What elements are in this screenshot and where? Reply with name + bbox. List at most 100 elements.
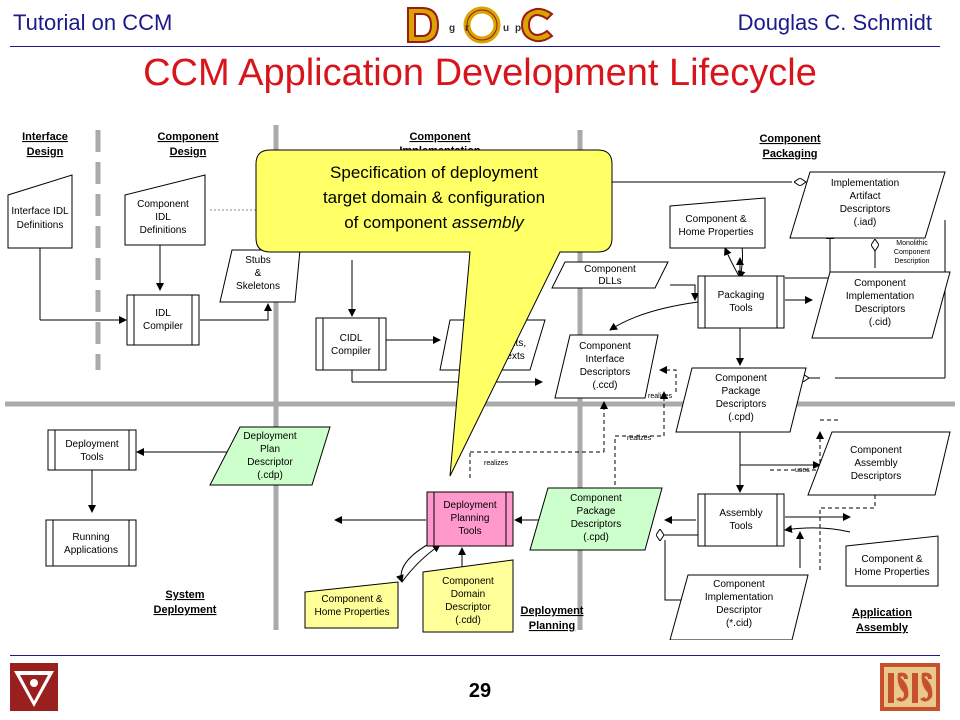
svg-text:Component: Component <box>442 576 494 587</box>
callout-bubble: Specification of deployment target domai… <box>255 149 613 477</box>
svg-text:Interface: Interface <box>586 354 625 365</box>
header-left-text: Tutorial on CCM <box>13 10 173 35</box>
phase-system-deployment-1: System <box>165 589 204 601</box>
node-component-interface-descriptors: Component Interface Descriptors (.ccd) <box>554 334 659 399</box>
svg-text:Component: Component <box>713 579 765 590</box>
node-component-home-properties-top: Component & Home Properties <box>669 197 766 249</box>
svg-text:Component: Component <box>137 199 189 210</box>
svg-text:Home Properties: Home Properties <box>854 567 929 578</box>
realizes-label-2: realizes <box>627 435 652 442</box>
svg-text:Component: Component <box>570 493 622 504</box>
phase-deployment-planning-1: Deployment <box>521 605 584 617</box>
svg-text:u: u <box>503 23 509 34</box>
svg-text:Descriptors: Descriptors <box>580 367 631 378</box>
svg-text:&: & <box>255 268 262 279</box>
node-component-package-descriptors: Component Package Descriptors (.cpd) <box>675 367 807 433</box>
svg-text:Tools: Tools <box>80 452 103 463</box>
node-component-dlls: Component DLLs <box>551 261 669 289</box>
node-impl-artifact-descriptors: Implementation Artifact Descriptors (.ia… <box>789 171 946 239</box>
svg-text:Artifact: Artifact <box>849 191 880 202</box>
page-title: CCM Application Development Lifecycle <box>143 52 817 94</box>
svg-text:Stubs: Stubs <box>245 255 271 266</box>
realizes-label-1: realizes <box>484 460 509 467</box>
svg-text:Deployment: Deployment <box>243 431 297 442</box>
node-idl-compiler: IDL Compiler <box>126 294 200 346</box>
phase-component-packaging-2: Packaging <box>762 148 817 160</box>
phase-application-assembly-2: Assembly <box>856 622 909 634</box>
svg-text:Domain: Domain <box>451 589 485 600</box>
svg-text:Skeletons: Skeletons <box>236 281 280 292</box>
svg-text:Package: Package <box>722 386 761 397</box>
callout-line-3-emphasis: assembly <box>452 213 525 232</box>
phase-component-packaging-1: Component <box>759 133 820 145</box>
phase-deployment-planning-2: Planning <box>529 620 575 632</box>
svg-text:Component: Component <box>584 264 636 275</box>
node-component-idl: Component IDL Definitions <box>124 174 206 246</box>
phase-component-design-1: Component <box>157 131 218 143</box>
callout-line-3-prefix: of component <box>344 213 452 232</box>
svg-text:Plan: Plan <box>260 444 280 455</box>
svg-text:(.cdp): (.cdp) <box>257 470 283 481</box>
svg-text:Implementation: Implementation <box>831 178 899 189</box>
callout-line-1: Specification of deployment <box>330 163 538 182</box>
edge-labels: realizes realizes realizes uses <box>484 393 810 474</box>
svg-text:Tools: Tools <box>458 526 481 537</box>
svg-text:Component &: Component & <box>861 554 922 565</box>
svg-text:Compiler: Compiler <box>143 321 184 332</box>
node-deployment-planning-tools: Deployment Planning Tools <box>426 491 514 547</box>
svg-text:Description: Description <box>894 258 929 265</box>
svg-text:(.cpd): (.cpd) <box>728 412 754 423</box>
svg-text:Tools: Tools <box>729 521 752 532</box>
svg-text:Assembly: Assembly <box>854 458 897 469</box>
svg-text:(.iad): (.iad) <box>854 217 877 228</box>
vanderbilt-logo <box>10 663 58 711</box>
svg-text:Implementation: Implementation <box>705 592 773 603</box>
svg-text:Descriptor: Descriptor <box>445 602 491 613</box>
svg-text:Deployment: Deployment <box>443 500 497 511</box>
svg-text:Component: Component <box>715 373 767 384</box>
phase-component-implementation-1: Component <box>409 131 470 143</box>
svg-text:(.cdd): (.cdd) <box>455 615 481 626</box>
node-packaging-tools: Packaging Tools <box>697 275 785 329</box>
isis-logo <box>880 663 940 711</box>
svg-text:Descriptors: Descriptors <box>851 471 902 482</box>
svg-text:Planning: Planning <box>451 513 490 524</box>
node-component-assembly-descriptors: Component Assembly Descriptors <box>807 431 951 496</box>
svg-text:Descriptors: Descriptors <box>840 204 891 215</box>
svg-text:Descriptor: Descriptor <box>247 457 293 468</box>
svg-text:Tools: Tools <box>729 303 752 314</box>
svg-text:(.cid): (.cid) <box>869 317 891 328</box>
svg-text:p: p <box>515 23 521 34</box>
svg-text:r: r <box>465 23 469 34</box>
svg-text:DLLs: DLLs <box>598 276 621 287</box>
monolithic-note: Monolithic Component Description <box>894 240 930 265</box>
svg-text:CIDL: CIDL <box>340 333 363 344</box>
svg-text:(*.cid): (*.cid) <box>726 618 752 629</box>
node-stubs-skeletons: Stubs & Skeletons <box>219 249 301 303</box>
node-component-impl-descriptors: Component Implementation Descriptors (.c… <box>811 271 951 339</box>
node-cidl-compiler: CIDL Compiler <box>315 317 387 371</box>
svg-text:Component: Component <box>894 249 930 256</box>
uses-label: uses <box>795 467 810 474</box>
svg-text:g: g <box>449 23 455 34</box>
node-running-applications: Running Applications <box>45 519 137 567</box>
svg-text:Definitions: Definitions <box>17 220 64 231</box>
svg-text:Compiler: Compiler <box>331 346 372 357</box>
svg-text:(.cpd): (.cpd) <box>583 532 609 543</box>
svg-text:Packaging: Packaging <box>718 290 765 301</box>
svg-text:Descriptors: Descriptors <box>855 304 906 315</box>
callout-line-2: target domain & configuration <box>323 188 545 207</box>
node-deployment-plan-descriptor: Deployment Plan Descriptor (.cdp) <box>209 426 331 486</box>
svg-text:Component &: Component & <box>685 214 746 225</box>
svg-text:IDL: IDL <box>155 308 171 319</box>
page-number: 29 <box>468 680 492 702</box>
svg-text:Definitions: Definitions <box>140 225 187 236</box>
phase-interface-design-1: Interface <box>22 131 68 143</box>
svg-text:Component &: Component & <box>321 594 382 605</box>
node-deployment-tools: Deployment Tools <box>47 429 137 471</box>
phase-component-design-2: Design <box>170 146 207 158</box>
node-assembly-tools: Assembly Tools <box>697 493 785 547</box>
lifecycle-diagram: Interface Design Component Design Compon… <box>5 125 955 640</box>
realizes-label-3: realizes <box>648 393 673 400</box>
svg-text:Running: Running <box>72 532 109 543</box>
